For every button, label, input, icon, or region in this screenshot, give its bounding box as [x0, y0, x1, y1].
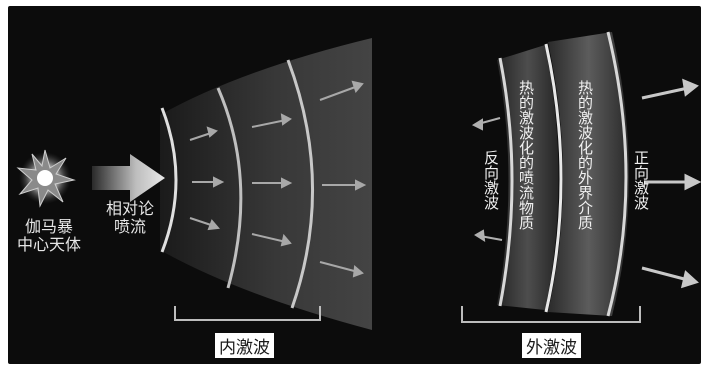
small-arrow-icon	[471, 117, 503, 242]
forward-shock-front	[606, 31, 628, 317]
internal-shock-arc-1	[160, 107, 178, 253]
source-label: 伽马暴 中心天体	[10, 218, 88, 254]
internal-shock-arc-2	[216, 87, 243, 289]
external-shocks-caption: 外激波	[522, 333, 581, 358]
internal-shocks-bracket	[174, 306, 321, 321]
internal-shock-arc-3	[286, 59, 315, 309]
contact-discontinuity	[544, 43, 563, 313]
starburst-icon	[16, 149, 76, 208]
small-arrow-icon	[189, 80, 367, 278]
shocked-ejecta-label: 热的激波化的喷流物质	[517, 80, 535, 230]
source-label-line-1: 伽马暴	[24, 217, 73, 236]
reverse-shock-label: 反向激波	[482, 150, 500, 210]
reverse-shock-front	[498, 57, 514, 307]
jet-label-line-2: 喷流	[113, 216, 146, 236]
jet-label: 相对论 喷流	[95, 200, 165, 236]
large-arrow-icon	[92, 154, 165, 202]
internal-shocks-caption: 内激波	[215, 333, 274, 358]
shocked-ejecta-band	[497, 45, 559, 310]
small-arrow-icon	[641, 78, 702, 289]
external-shocks-bracket	[461, 306, 641, 323]
jet-label-line-1: 相对论	[105, 199, 154, 218]
shocked-medium-band	[548, 32, 629, 316]
forward-shock-label: 正向激波	[632, 150, 650, 210]
source-label-line-2: 中心天体	[16, 234, 81, 254]
shocked-medium-label: 热的激波化的外界介质	[576, 80, 594, 230]
